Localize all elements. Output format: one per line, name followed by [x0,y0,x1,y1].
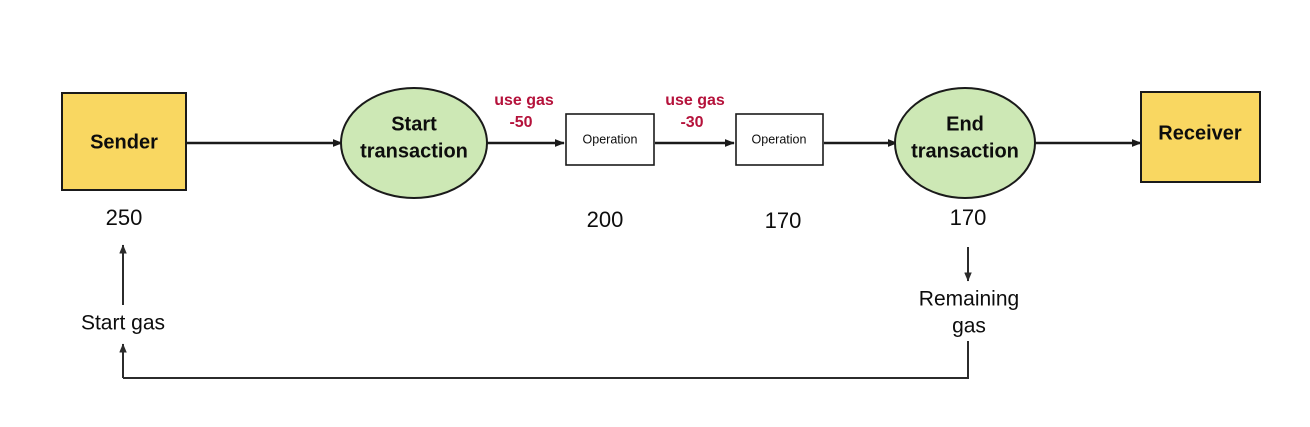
sender-label: Sender [90,131,158,153]
gas-use-label-2-line2: -30 [680,114,703,131]
node-end-transaction[interactable]: End transaction [894,87,1036,199]
sender-box[interactable] [61,92,187,191]
amount-operation-1: 200 [587,207,624,232]
receiver-box[interactable] [1140,91,1261,183]
gas-use-label-1-line1: use gas [494,92,554,109]
node-receiver[interactable]: Receiver [1140,91,1261,183]
gas-use-label-2-line1: use gas [665,92,725,109]
receiver-label: Receiver [1158,122,1242,144]
remaining-gas-label-line2: gas [952,315,986,338]
operation-1-box[interactable] [565,113,655,166]
start-transaction-label-line1: Start [391,113,437,135]
node-start-transaction[interactable]: Start transaction [340,87,488,199]
amount-operation-2: 170 [765,208,802,233]
end-transaction-ellipse[interactable] [894,87,1036,199]
amount-sender: 250 [106,205,143,230]
gas-use-label-1-line2: -50 [509,114,532,131]
node-operation-2[interactable]: Operation [735,113,824,166]
end-transaction-label-line2: transaction [911,140,1019,162]
remaining-gas-label-line1: Remaining [919,288,1019,311]
gas-use-label-2: use gas -30 [665,92,725,131]
operation-2-label: Operation [752,132,807,146]
start-gas-label: Start gas [81,312,165,335]
node-sender[interactable]: Sender [61,92,187,191]
gas-use-label-1: use gas -50 [494,92,554,131]
node-operation-1[interactable]: Operation [565,113,655,166]
operation-1-label: Operation [583,132,638,146]
amount-end-transaction: 170 [950,205,987,230]
end-transaction-label-line1: End [946,113,984,135]
start-transaction-ellipse[interactable] [340,87,488,199]
operation-2-box[interactable] [735,113,824,166]
edge-remaining-gas-feedback-path [123,341,969,379]
start-transaction-label-line2: transaction [360,140,468,162]
